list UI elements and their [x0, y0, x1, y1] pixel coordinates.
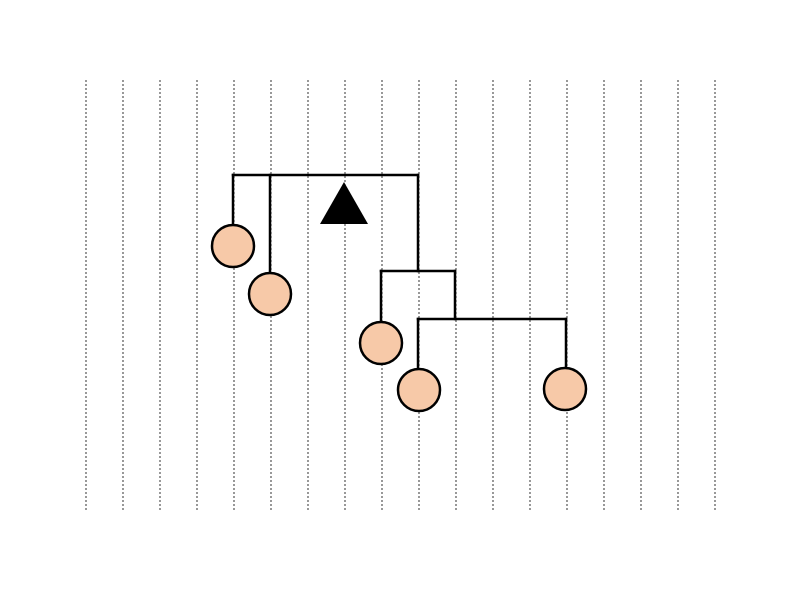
leaf-node-circle — [247, 271, 293, 317]
leaf-node-circle — [542, 366, 588, 412]
dotted-gridlines — [85, 80, 716, 512]
tree-nodes — [210, 223, 588, 413]
root-marker-triangle — [320, 182, 368, 224]
leaf-node-circle — [210, 223, 256, 269]
leaf-node-circle — [358, 320, 404, 366]
root-marker-group — [320, 182, 368, 224]
leaf-node-circle — [396, 367, 442, 413]
tree-edges — [231, 173, 568, 371]
